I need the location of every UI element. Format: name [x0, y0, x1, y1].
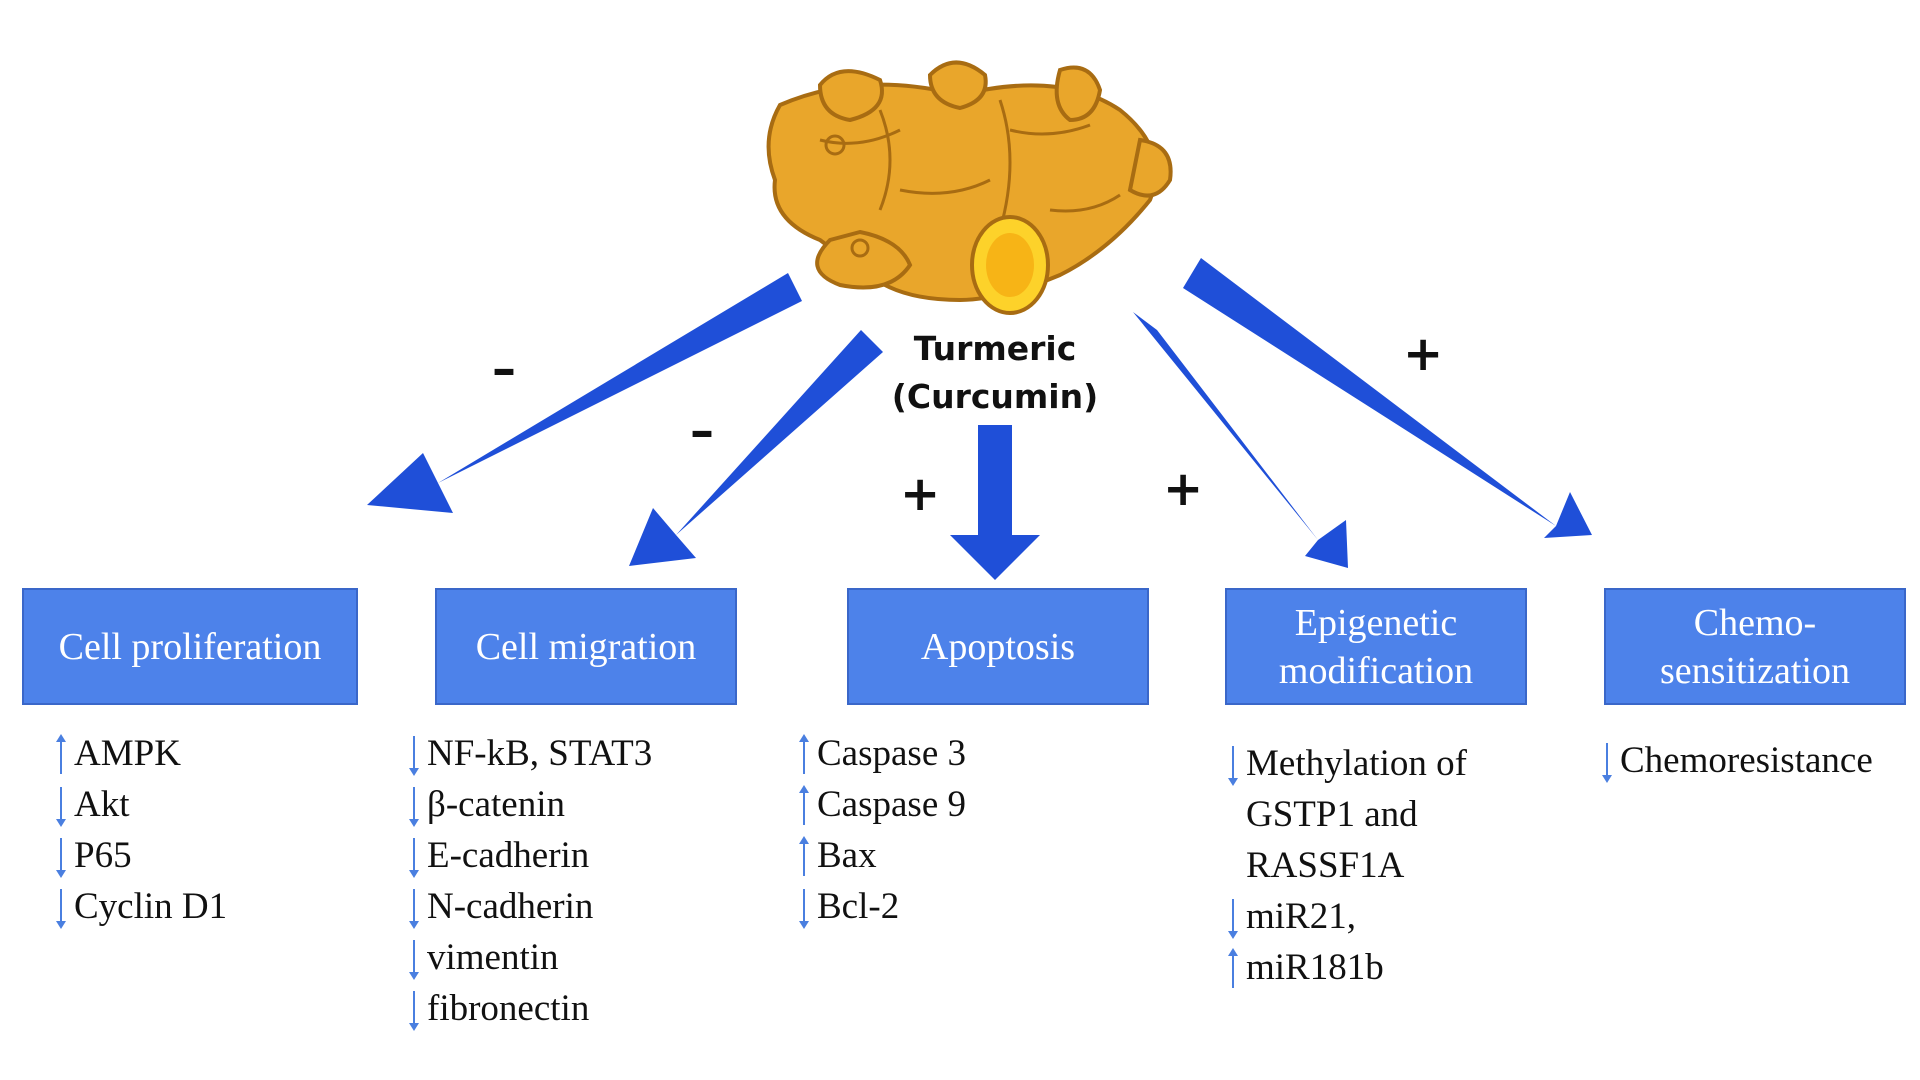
- sign-apoptosis: +: [900, 466, 941, 522]
- down-arrow-icon: [408, 787, 420, 827]
- list-item: Akt: [54, 779, 227, 830]
- box-cell-proliferation: Cell proliferation: [22, 588, 358, 705]
- list-item: Bax: [797, 830, 966, 881]
- turmeric-knob-right: [1127, 137, 1173, 198]
- list-item-text: GSTP1 and: [1246, 794, 1418, 835]
- box-label: Cell migration: [475, 625, 697, 668]
- box-chemosensitization: Chemo- sensitization: [1604, 588, 1906, 705]
- list-item: Bcl-2: [797, 881, 966, 932]
- sign-cell-migration: –: [690, 403, 714, 459]
- list-item-text: Bax: [817, 835, 877, 876]
- list-item-text: Chemoresistance: [1620, 740, 1873, 781]
- arrow-to-cell-proliferation: [367, 273, 802, 513]
- list-item-text: E-cadherin: [427, 835, 590, 876]
- box-label: Apoptosis: [920, 625, 1076, 668]
- box-label: Cell proliferation: [58, 625, 322, 668]
- box-label: Chemo- sensitization: [1660, 601, 1850, 692]
- list-item: Caspase 9: [797, 779, 966, 830]
- down-arrow-icon: [1601, 743, 1613, 783]
- sign-chemosensitization: +: [1403, 326, 1444, 382]
- list-item-text: NF-kB, STAT3: [427, 733, 653, 774]
- list-item-text: AMPK: [74, 733, 181, 774]
- list-item: miR181b: [1226, 942, 1467, 993]
- down-arrow-icon: [55, 889, 67, 929]
- down-arrow-icon: [408, 991, 420, 1031]
- down-arrow-icon: [408, 940, 420, 980]
- list-item-text: RASSF1A: [1246, 845, 1405, 886]
- list-item: miR21,: [1226, 891, 1467, 942]
- down-arrow-icon: [408, 889, 420, 929]
- list-item: β-catenin: [407, 779, 652, 830]
- list-item: NF-kB, STAT3: [407, 728, 652, 779]
- list-item-text: Cyclin D1: [74, 886, 228, 927]
- arrow-to-apoptosis: [950, 425, 1040, 580]
- down-arrow-icon: [408, 736, 420, 776]
- list-chemosensitization: Chemoresistance: [1600, 735, 1873, 786]
- list-item: vimentin: [407, 932, 652, 983]
- turmeric-label-line2: (Curcumin): [891, 377, 1099, 416]
- list-item: Cyclin D1: [54, 881, 227, 932]
- turmeric-label-line1: Turmeric: [913, 329, 1077, 368]
- list-item-text: vimentin: [427, 937, 559, 978]
- down-arrow-icon: [55, 787, 67, 827]
- box-cell-migration: Cell migration: [435, 588, 737, 705]
- sign-cell-proliferation: –: [492, 341, 516, 397]
- list-item-text: miR181b: [1246, 947, 1384, 988]
- list-item: Caspase 3: [797, 728, 966, 779]
- arrow-to-cell-migration: [629, 330, 883, 566]
- list-item-text: miR21,: [1246, 896, 1356, 937]
- box-apoptosis: Apoptosis: [847, 588, 1149, 705]
- turmeric-label: Turmeric (Curcumin): [860, 325, 1130, 421]
- up-arrow-icon: [798, 785, 810, 825]
- list-item: Methylation of: [1226, 738, 1467, 789]
- list-item-text: N-cadherin: [427, 886, 594, 927]
- list-item: P65: [54, 830, 227, 881]
- turmeric-knob-top: [927, 60, 988, 111]
- up-arrow-icon: [798, 836, 810, 876]
- arrow-to-chemosensitization: [1183, 258, 1592, 538]
- list-item: E-cadherin: [407, 830, 652, 881]
- box-label: Epigenetic modification: [1278, 601, 1474, 692]
- turmeric-knob-top-left: [817, 69, 884, 123]
- list-item: N-cadherin: [407, 881, 652, 932]
- down-arrow-icon: [55, 838, 67, 878]
- turmeric-branch-left: [815, 229, 913, 290]
- up-arrow-icon: [1227, 948, 1239, 988]
- list-item-text: fibronectin: [427, 988, 590, 1029]
- sign-epigenetic: +: [1163, 461, 1204, 517]
- down-arrow-icon: [798, 889, 810, 929]
- list-item: Chemoresistance: [1600, 735, 1873, 786]
- list-item-text: Akt: [74, 784, 130, 825]
- list-item-text: β-catenin: [427, 784, 565, 825]
- list-item: GSTP1 and: [1226, 789, 1467, 840]
- list-item-text: Caspase 9: [817, 784, 966, 825]
- down-arrow-icon: [1227, 746, 1239, 786]
- up-arrow-icon: [55, 734, 67, 774]
- list-item: AMPK: [54, 728, 227, 779]
- list-item-text: Caspase 3: [817, 733, 966, 774]
- list-item-text: Methylation of: [1246, 743, 1467, 784]
- list-item-text: P65: [74, 835, 132, 876]
- down-arrow-icon: [408, 838, 420, 878]
- arrow-to-epigenetic: [1133, 312, 1348, 568]
- list-item-text: Bcl-2: [817, 886, 900, 927]
- up-arrow-icon: [798, 734, 810, 774]
- list-item: RASSF1A: [1226, 840, 1467, 891]
- list-item: fibronectin: [407, 983, 652, 1034]
- down-arrow-icon: [1227, 899, 1239, 939]
- box-epigenetic-modification: Epigenetic modification: [1225, 588, 1527, 705]
- turmeric-knob-top-right: [1054, 65, 1103, 123]
